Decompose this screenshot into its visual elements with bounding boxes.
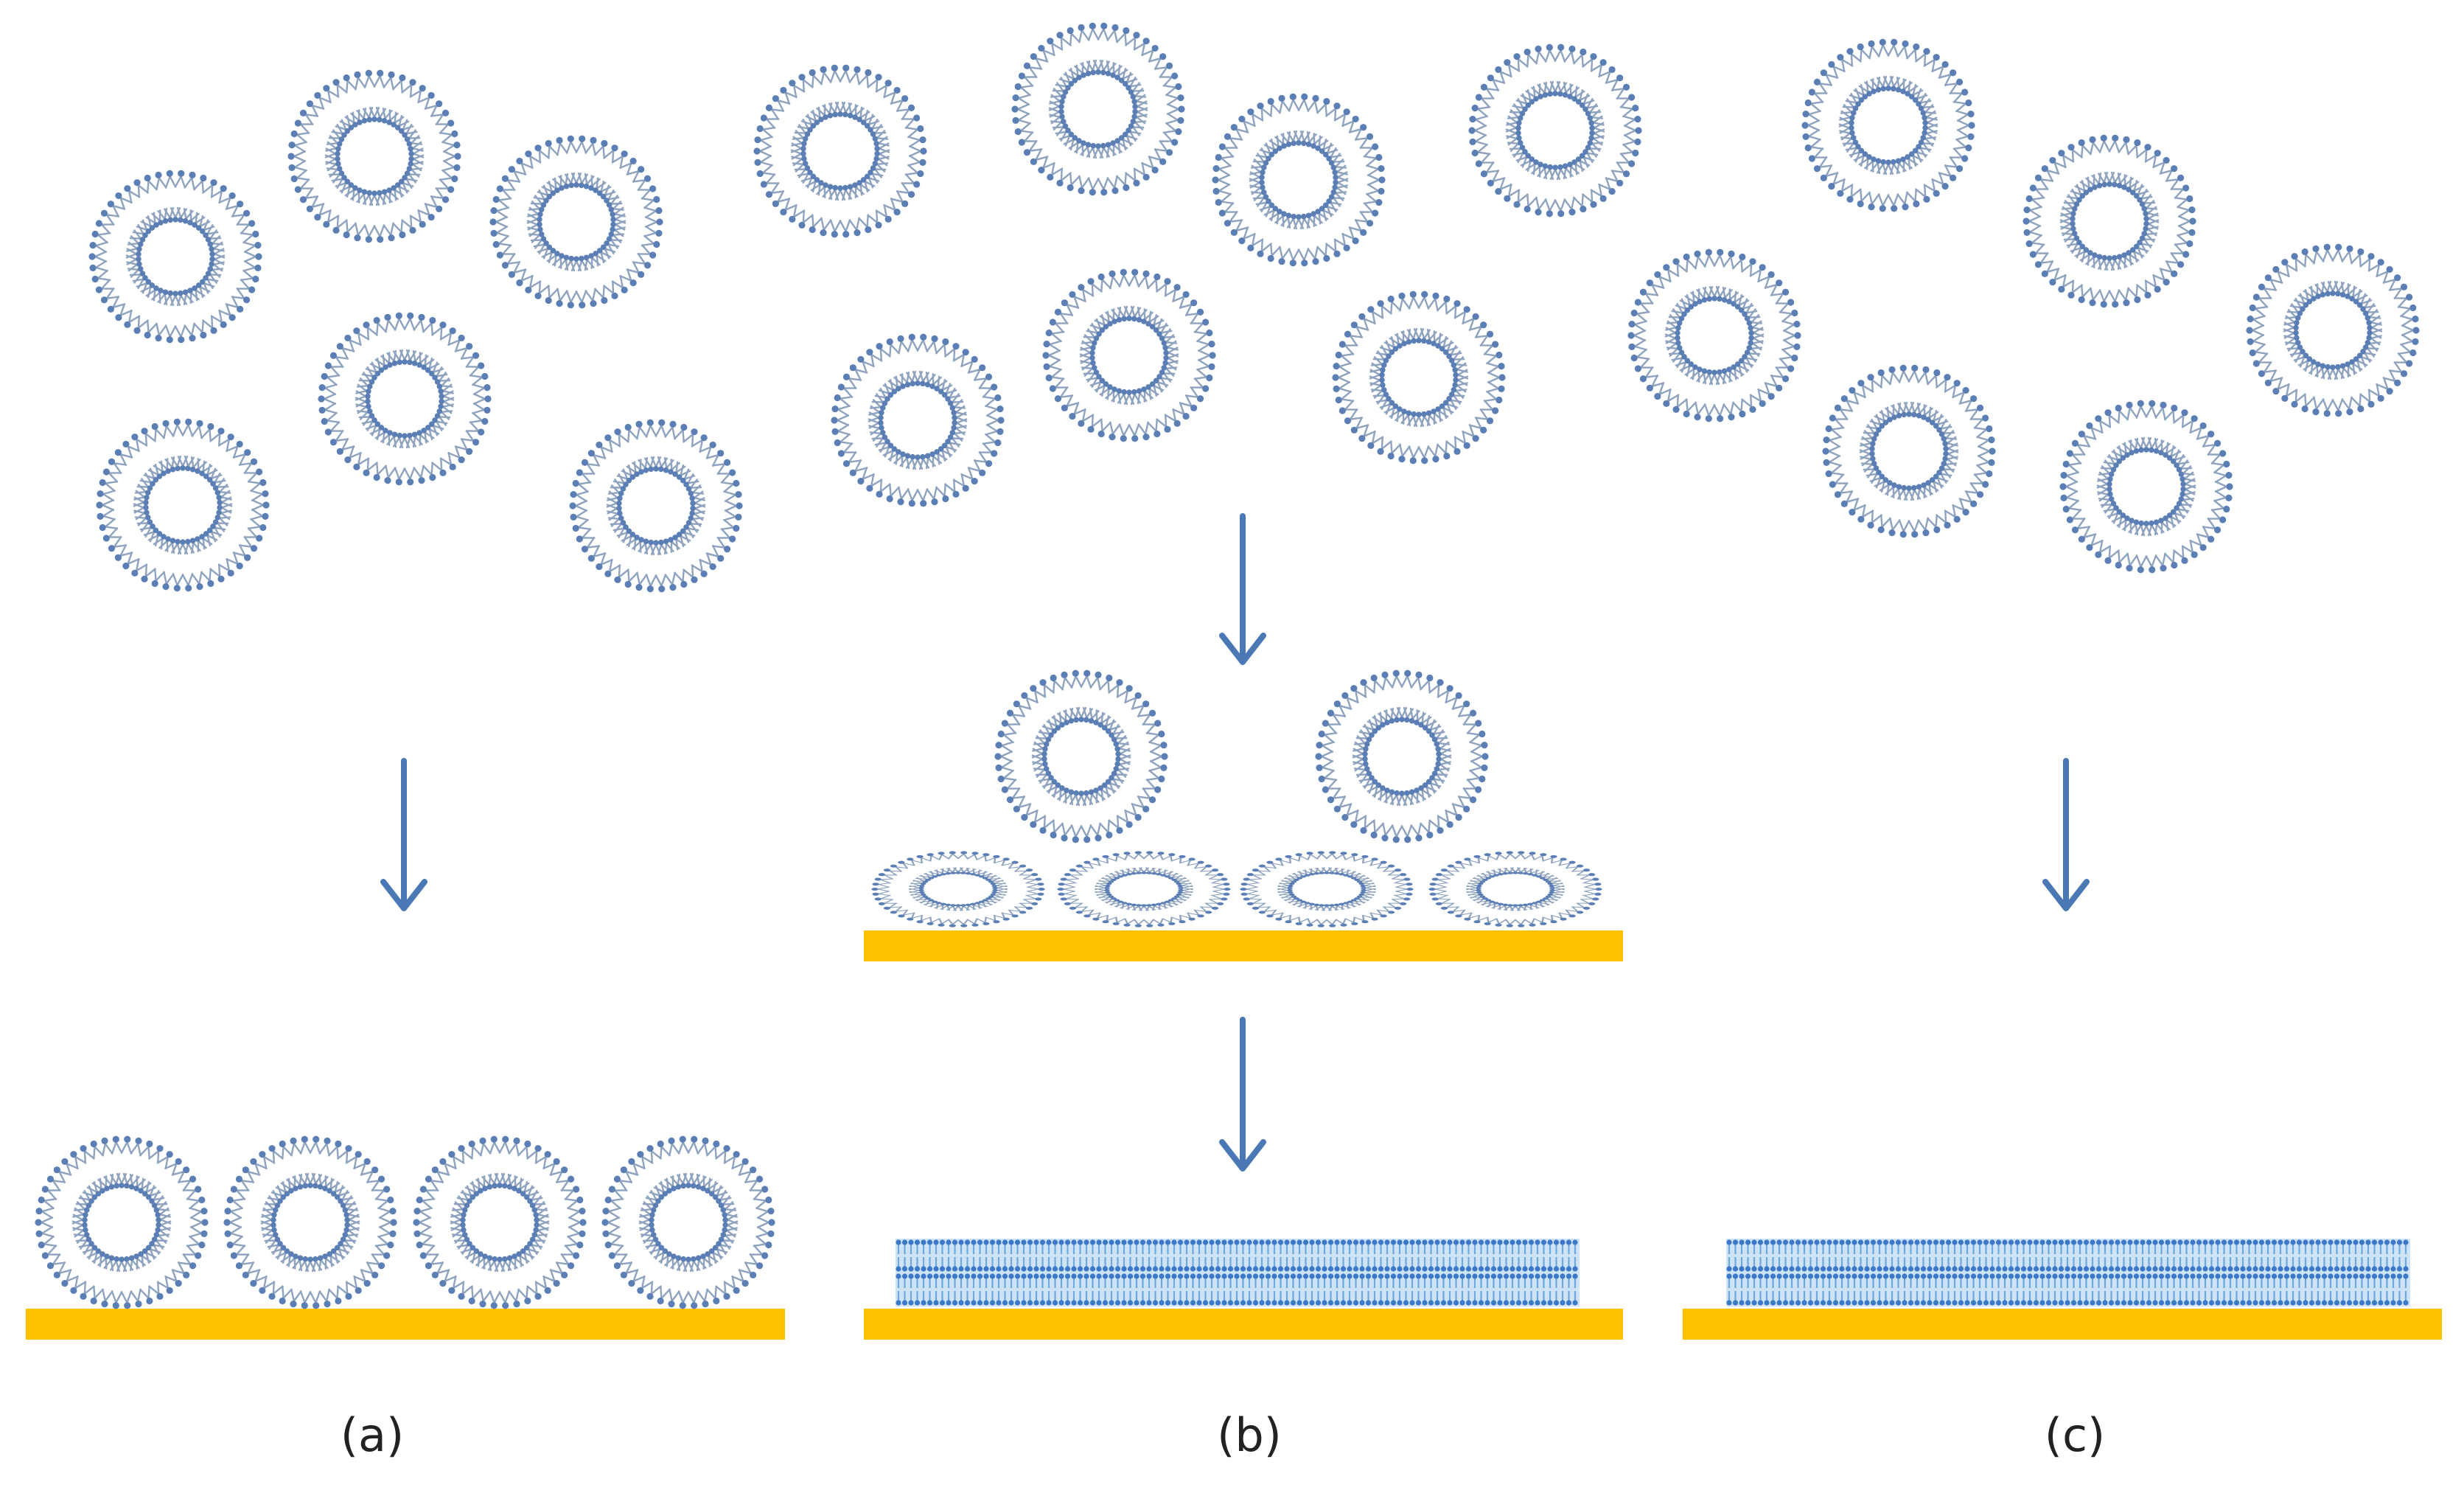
arrow-b-upper — [1219, 513, 1266, 665]
vesicle-c-free-3 — [2246, 243, 2420, 417]
bilayer-b — [896, 1239, 1580, 1306]
vesicle-c-free-1 — [1801, 38, 1975, 212]
vesicle-b-free-2 — [1011, 22, 1185, 196]
substrate-c — [1683, 1309, 2442, 1340]
vesicle-a-free-3 — [489, 135, 663, 309]
vesicle-b-approaching-2 — [1315, 669, 1489, 843]
vesicle-a-free-1 — [88, 170, 262, 344]
vesicle-a-adsorbed-1 — [35, 1135, 209, 1309]
vesicle-a-free-6 — [569, 419, 743, 593]
vesicle-c-free-4 — [1627, 248, 1801, 422]
arrow-a — [380, 758, 427, 911]
vesicle-b-free-7 — [1332, 290, 1506, 464]
bilayer-c — [1726, 1239, 2410, 1306]
vesicle-b-free-4 — [1468, 43, 1642, 217]
arrow-b-lower — [1219, 1017, 1266, 1172]
vesicle-c-free-2 — [2022, 134, 2196, 308]
panel-label-a: (a) — [341, 1408, 404, 1462]
panel-label-c: (c) — [2045, 1408, 2105, 1462]
vesicle-c-free-5 — [1822, 364, 1996, 538]
vesicles — [35, 22, 2420, 1309]
supported-bilayers — [896, 1239, 2410, 1306]
vesicle-a-free-5 — [96, 418, 270, 592]
substrate-b-upper — [864, 930, 1623, 961]
vesicle-b-flattened-3 — [1240, 851, 1414, 928]
substrates — [26, 930, 2442, 1340]
vesicle-b-flattened-4 — [1428, 851, 1602, 928]
vesicle-b-flattened-2 — [1057, 851, 1231, 928]
vesicle-a-adsorbed-3 — [413, 1135, 587, 1309]
vesicle-b-free-6 — [1042, 268, 1216, 442]
vesicle-b-flattened-1 — [871, 851, 1045, 928]
vesicle-a-adsorbed-2 — [223, 1135, 397, 1309]
substrate-b-lower — [864, 1309, 1623, 1340]
arrows — [380, 513, 2090, 1172]
vesicle-b-free-1 — [753, 64, 927, 238]
substrate-a — [26, 1309, 785, 1340]
vesicle-b-approaching-1 — [994, 669, 1168, 843]
vesicle-b-free-5 — [831, 333, 1005, 507]
panel-label-b: (b) — [1217, 1408, 1282, 1462]
vesicle-a-adsorbed-4 — [601, 1135, 775, 1309]
vesicle-a-free-4 — [318, 312, 492, 486]
vesicle-c-free-6 — [2059, 400, 2233, 574]
vesicle-b-free-3 — [1212, 93, 1386, 267]
vesicle-a-free-2 — [287, 69, 461, 243]
arrow-c — [2042, 758, 2090, 911]
